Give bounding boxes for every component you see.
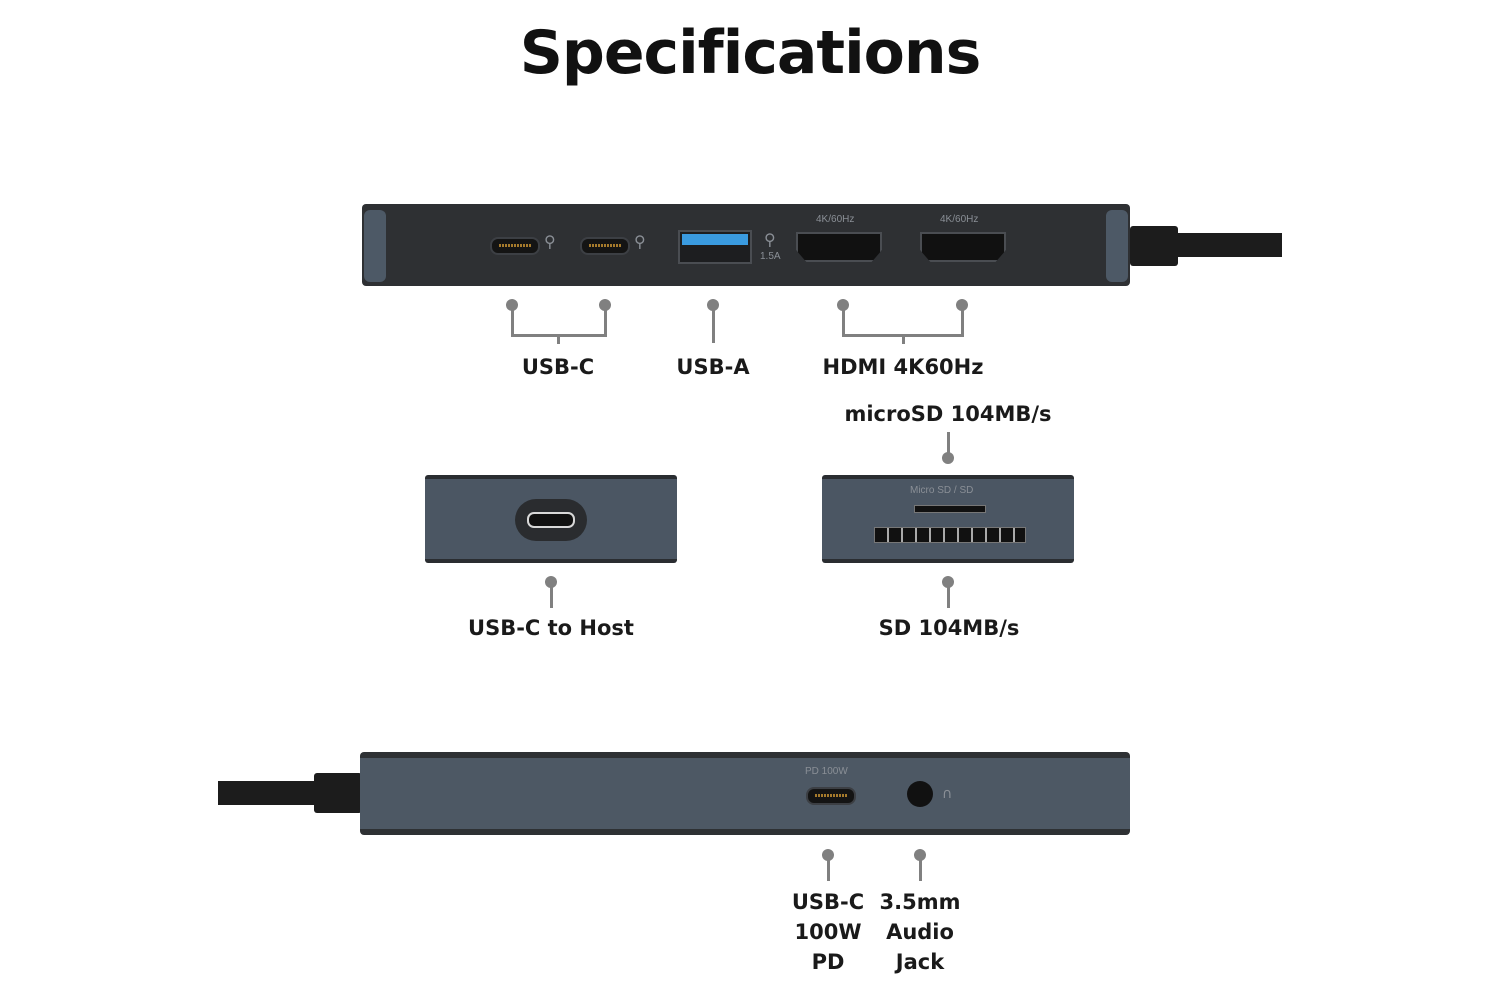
cable	[1176, 233, 1282, 257]
page-title: Specifications	[519, 18, 982, 88]
label-line: USB-C	[791, 890, 865, 914]
cable-strain-relief	[314, 773, 362, 813]
label-line: PD	[811, 950, 845, 974]
cable-strain-relief	[1130, 226, 1178, 266]
callout-line	[961, 305, 964, 336]
hub-top-view: ⚲ ⚲ ⚲ 1.5A 4K/60Hz 4K/60Hz	[362, 204, 1130, 286]
hdmi-mark: 4K/60Hz	[940, 214, 979, 225]
usb-a-port	[678, 230, 752, 264]
label-sd: SD 104MB/s	[878, 616, 1020, 640]
usb-c-port-1	[490, 237, 540, 255]
microsd-slot	[914, 505, 986, 513]
end-cap-left	[364, 210, 386, 282]
hub-side-view: PD 100W ∩	[360, 752, 1130, 835]
label-usb-c-host: USB-C to Host	[468, 616, 634, 640]
label-hdmi: HDMI 4K60Hz	[822, 355, 984, 379]
label-usb-c: USB-C	[521, 355, 595, 379]
callout-dot	[942, 452, 954, 464]
usb-icon: ⚲	[764, 230, 776, 249]
callout-line	[712, 305, 715, 343]
callout-line	[511, 305, 514, 336]
callout-line	[557, 334, 560, 344]
hdmi-mark: 4K/60Hz	[816, 214, 855, 225]
callout-line	[550, 582, 553, 608]
callout-line	[947, 432, 950, 456]
label-line: Audio	[886, 920, 954, 944]
callout-line	[902, 334, 905, 344]
usb-c-cable-plug	[515, 499, 587, 541]
cable	[218, 781, 318, 805]
card-slot-mark: Micro SD / SD	[910, 485, 974, 496]
callout-line	[947, 582, 950, 608]
usb-icon: ⚲	[544, 232, 556, 251]
label-microsd: microSD 104MB/s	[844, 402, 1052, 426]
label-usb-c-pd: USB-C 100W PD	[778, 887, 878, 977]
label-line: Jack	[895, 950, 945, 974]
sd-slot	[874, 527, 1026, 543]
pd-mark: PD 100W	[805, 766, 848, 777]
usb-c-port-2	[580, 237, 630, 255]
label-line: 3.5mm	[879, 890, 961, 914]
hdmi-port-1	[796, 232, 882, 262]
label-line: 100W	[794, 920, 862, 944]
hub-card-reader-end-view: Micro SD / SD	[822, 475, 1074, 563]
usb-c-pd-port	[806, 787, 856, 805]
usb-icon: ⚲	[634, 232, 646, 251]
callout-line	[842, 305, 845, 336]
hdmi-port-2	[920, 232, 1006, 262]
label-usb-a: USB-A	[676, 355, 750, 379]
label-audio-jack: 3.5mm Audio Jack	[870, 887, 970, 977]
usb-a-current-mark: 1.5A	[760, 251, 781, 262]
headphone-icon: ∩	[942, 786, 953, 802]
hub-host-end-view	[425, 475, 677, 563]
callout-line	[919, 855, 922, 881]
callout-line	[604, 305, 607, 336]
callout-line	[827, 855, 830, 881]
end-cap-right	[1106, 210, 1128, 282]
audio-jack	[907, 781, 933, 807]
